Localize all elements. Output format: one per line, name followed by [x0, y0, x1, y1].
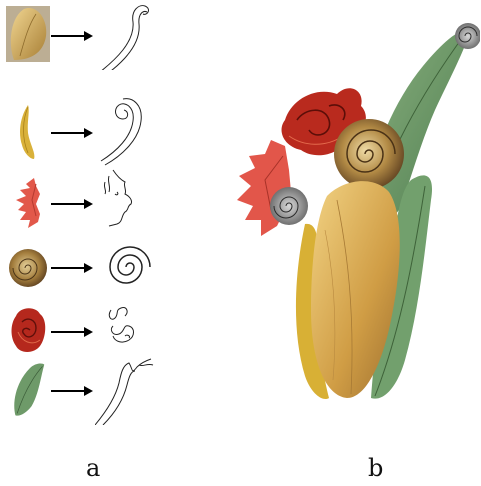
- red-rose-image: [6, 302, 50, 358]
- yellow-petal-image: [6, 103, 50, 159]
- arrow-icon: [50, 385, 94, 397]
- arrow-icon: [50, 262, 94, 274]
- arrow-icon: [50, 198, 94, 210]
- face-profile-line-art: [95, 168, 165, 238]
- caption-a: a: [86, 456, 100, 480]
- leaf-piece-image: [6, 6, 50, 62]
- mapping-row-leaf: [0, 0, 170, 70]
- mapping-row-snail: [0, 232, 170, 302]
- snail-shell-image: [6, 238, 50, 294]
- grey-curl-left: [270, 187, 308, 225]
- mapping-row-green-leaf: [0, 355, 170, 425]
- green-leaf-image: [6, 361, 50, 417]
- curl-line-art: [95, 0, 165, 70]
- panel-b-collage: [225, 10, 480, 415]
- arrow-icon: [50, 30, 94, 42]
- arrow-icon: [50, 127, 94, 139]
- crown-stroke-line-art: [95, 355, 165, 425]
- spiral-line-art: [95, 232, 165, 302]
- spiral-stem-line-art: [95, 97, 165, 167]
- panel-a: [0, 0, 170, 430]
- mapping-row-petal: [0, 97, 170, 167]
- red-flower-image: [6, 174, 50, 230]
- mapping-row-red-flower: [0, 168, 170, 238]
- caption-b: b: [368, 456, 383, 480]
- arrow-icon: [50, 326, 94, 338]
